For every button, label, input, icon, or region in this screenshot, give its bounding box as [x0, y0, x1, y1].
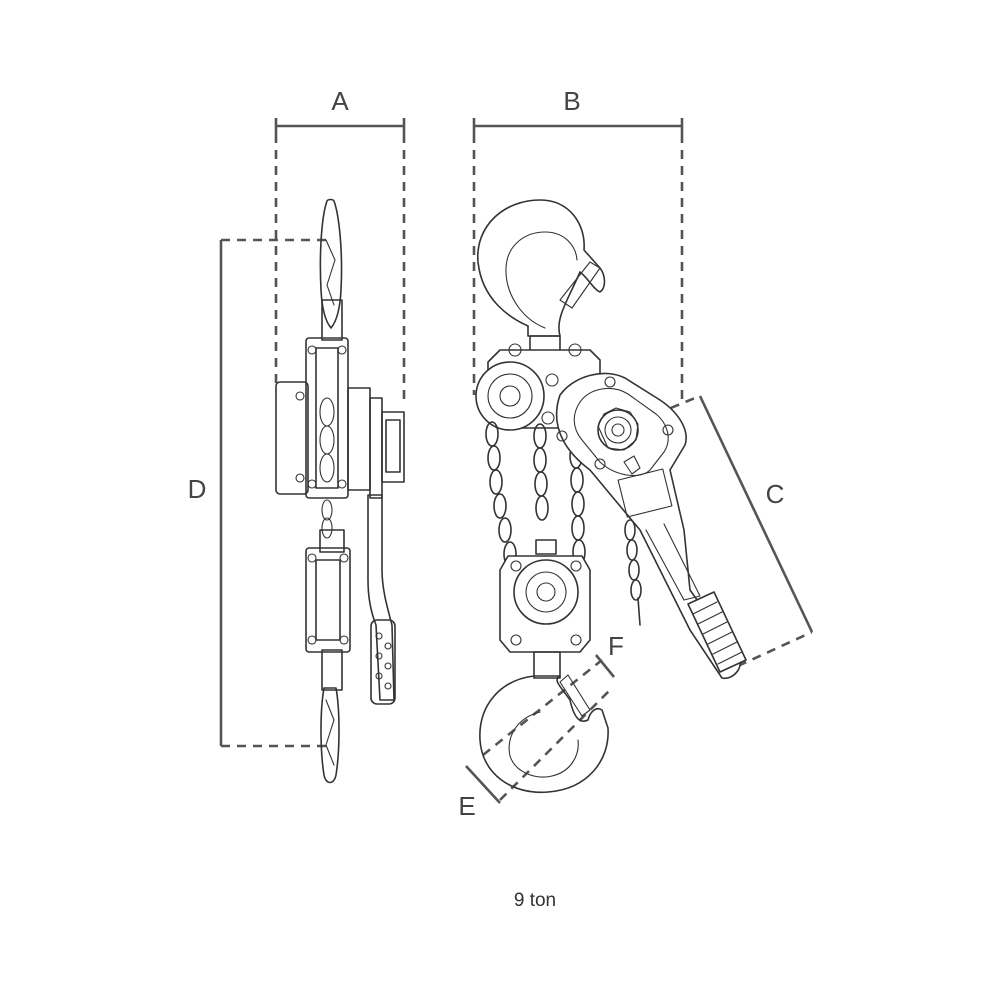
- dimension-label-f: F: [608, 631, 624, 661]
- side-view: [275, 198, 405, 784]
- dimension-label-c: C: [765, 479, 785, 509]
- dimension-label-d: D: [187, 474, 207, 504]
- capacity-caption: 9 ton: [513, 890, 557, 911]
- dimension-label-b: B: [563, 86, 581, 116]
- dimension-label-e: E: [458, 791, 476, 821]
- dimension-label-a: A: [331, 86, 349, 116]
- front-view: [475, 199, 747, 794]
- dimension-lines: [219, 118, 814, 804]
- lever-grip: [687, 591, 747, 673]
